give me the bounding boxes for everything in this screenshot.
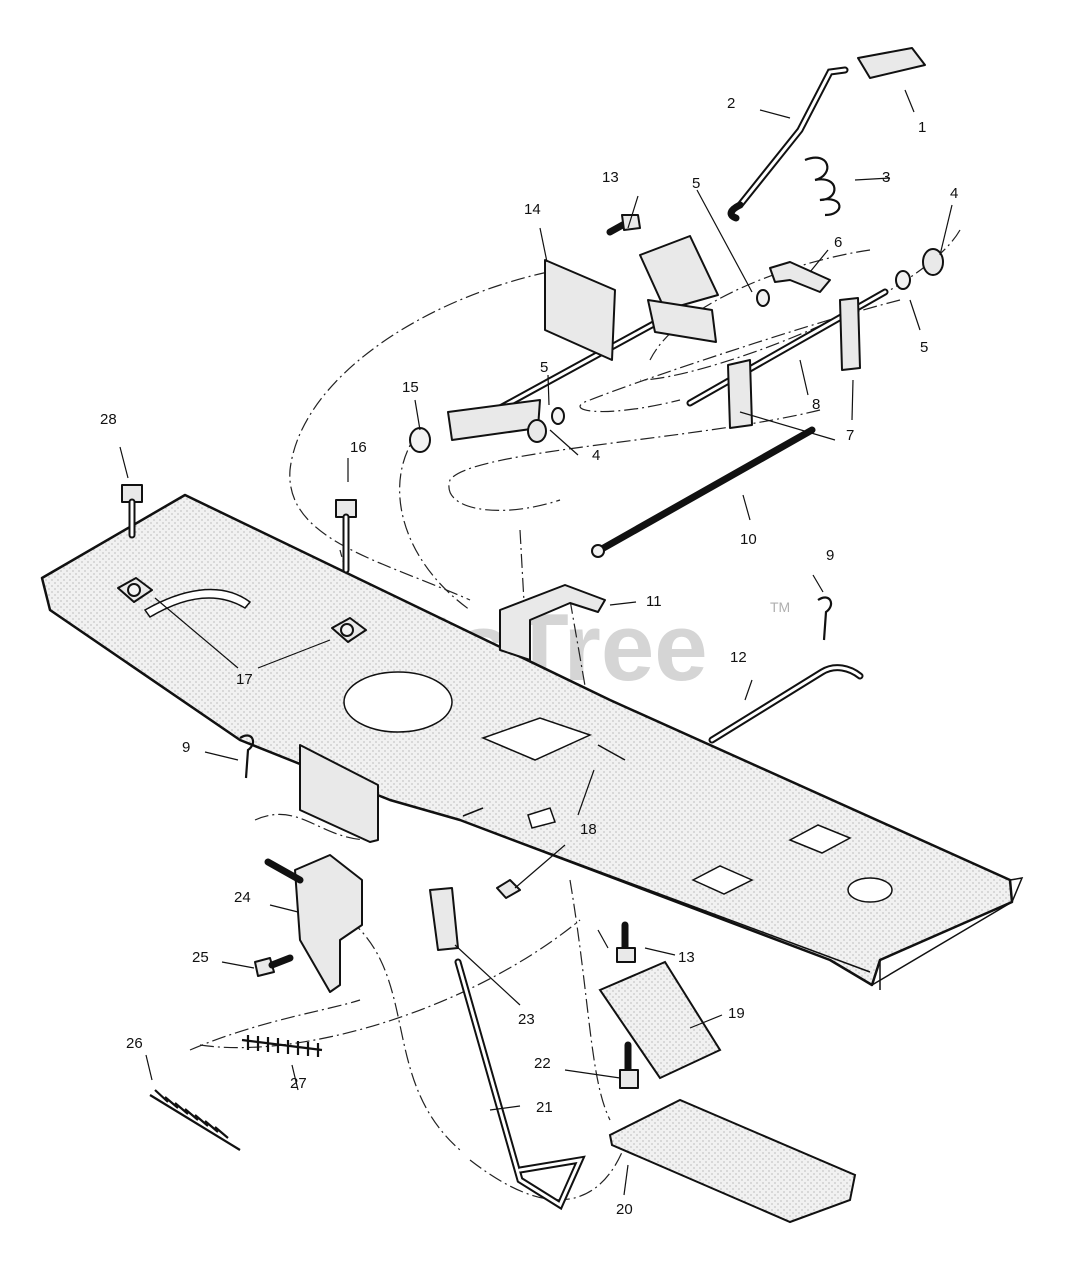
part-17-nuts: [117, 577, 367, 643]
lower-shaft-assembly: [686, 248, 944, 429]
part-25-bolt: [254, 954, 294, 977]
callout-3: 3: [882, 169, 890, 186]
watermark-trademark: TM: [770, 599, 790, 615]
part-20-bracket: [608, 1098, 857, 1224]
callout-17: 17: [236, 671, 253, 688]
frame-plate: [40, 493, 1024, 990]
callout-5a: 5: [692, 175, 700, 192]
part-19-pedal: [598, 960, 722, 1080]
frame-side-bracket: [299, 744, 379, 843]
callout-11: 11: [646, 593, 662, 610]
callout-6: 6: [834, 234, 842, 251]
callout-10: 10: [740, 531, 757, 548]
part-23-grip: [429, 887, 459, 951]
part-28-bolt: [121, 484, 143, 539]
callout-2: 2: [727, 95, 735, 112]
callout-4a: 4: [950, 185, 958, 202]
part-12-rod: [708, 664, 864, 744]
callout-1: 1: [918, 119, 926, 136]
callout-labels: 1 2 3 4 4 5 5 5 6 7 7 8 8 9 9 10 11 12 1…: [100, 95, 958, 1218]
callout-13a: 13: [602, 169, 619, 186]
callout-9b: 9: [182, 739, 190, 756]
callout-12: 12: [730, 649, 747, 666]
callout-21: 21: [536, 1099, 553, 1116]
part-24-bracket: [264, 854, 363, 993]
callout-26: 26: [126, 1035, 143, 1052]
part-10-rod: [591, 426, 816, 558]
callout-16: 16: [350, 439, 367, 456]
part-1-grip: [857, 47, 926, 79]
callout-7: 7: [846, 427, 854, 444]
part-18-nut: [496, 879, 521, 899]
callout-22: 22: [534, 1055, 551, 1072]
part-21-lever: [454, 958, 586, 1211]
callout-leaders: [119, 89, 953, 1196]
upper-shaft-assembly: [409, 235, 719, 453]
part-13-bolt-top: [606, 214, 641, 236]
part-16-bolt: [335, 499, 357, 574]
part-9-clip-right: [817, 596, 833, 641]
callout-14: 14: [524, 201, 541, 218]
part-26-spring: [149, 1089, 241, 1151]
callout-28: 28: [100, 411, 117, 428]
callout-25: 25: [192, 949, 209, 966]
callout-13b: 13: [678, 949, 695, 966]
part-22-bolt: [619, 1041, 639, 1089]
callout-19: 19: [728, 1005, 745, 1022]
callout-23: 23: [518, 1011, 535, 1028]
part-11-bracket: [499, 584, 606, 661]
callout-24: 24: [234, 889, 251, 906]
callout-18: 18: [580, 821, 597, 838]
callout-20: 20: [616, 1201, 633, 1218]
part-27-spring: [241, 1035, 323, 1057]
callout-8: 8: [812, 396, 820, 413]
part-6-clip: [769, 261, 831, 293]
callout-27: 27: [290, 1075, 307, 1092]
part-9-clip-left: [239, 734, 255, 779]
part-3-spring: [804, 156, 841, 217]
callout-9a: 9: [826, 547, 834, 564]
part-13-bolt-lower: [616, 921, 636, 963]
callout-15: 15: [402, 379, 419, 396]
callout-5c: 5: [920, 339, 928, 356]
callout-4b: 4: [592, 447, 600, 464]
callout-5b: 5: [540, 359, 548, 376]
part-2-lever: [727, 66, 849, 222]
